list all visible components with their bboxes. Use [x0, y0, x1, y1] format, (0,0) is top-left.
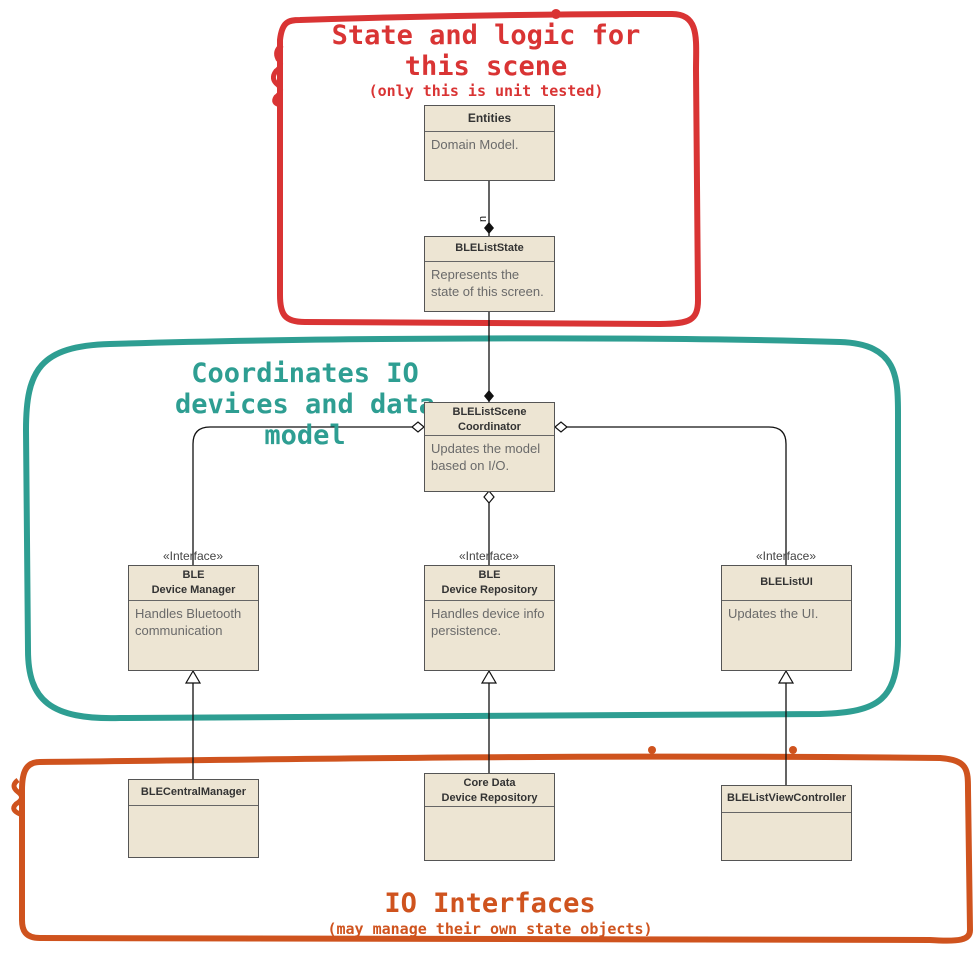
realization-arrow-right	[777, 669, 795, 684]
io-region-outline	[19, 753, 973, 944]
class-ble-list-state: BLEListState Represents the state of thi…	[424, 236, 555, 312]
class-coordinator-desc: Updates the model based on I/O.	[431, 441, 541, 473]
state-region-title: State and logic for this scene	[331, 20, 641, 82]
realization-arrow-left	[184, 669, 202, 684]
aggregation-diamond-right	[554, 421, 568, 433]
io-region-note: (may manage their own state objects)	[327, 920, 653, 938]
class-entities: Entities Domain Model.	[424, 105, 555, 181]
io-region-scribble	[11, 778, 24, 817]
relation-coordinator-list-ui	[555, 426, 787, 565]
class-core-data-repository-name: Core Data Device Repository	[425, 774, 554, 807]
class-central-manager: BLECentralManager	[128, 779, 259, 858]
state-region-scribble	[270, 43, 284, 108]
class-view-controller-desc	[722, 813, 851, 821]
class-view-controller-name: BLEListViewController	[722, 786, 851, 813]
class-device-manager-name: BLE Device Manager	[129, 566, 258, 601]
class-entities-name: Entities	[425, 106, 554, 132]
class-view-controller: BLEListViewController	[721, 785, 852, 861]
io-region-title: IO Interfaces	[384, 888, 596, 919]
class-ble-list-state-name: BLEListState	[425, 237, 554, 262]
relation-coordinator-device-manager	[192, 426, 424, 565]
multiplicity-label: n	[477, 216, 489, 222]
state-region-note: (only this is unit tested)	[368, 82, 604, 100]
io-region-dot-1	[648, 746, 656, 754]
class-ble-list-state-desc: Represents the state of this screen.	[431, 267, 544, 299]
state-region-outline	[277, 11, 701, 327]
class-central-manager-desc	[129, 806, 258, 814]
class-coordinator-name: BLEListScene Coordinator	[425, 403, 554, 436]
class-device-repository-desc: Handles device info persistence.	[431, 606, 545, 638]
composition-diamond-state	[484, 390, 494, 402]
class-device-repository-name: BLE Device Repository	[425, 566, 554, 601]
stereotype-list-ui: «Interface»	[755, 549, 817, 563]
coordinator-region-outline	[23, 335, 902, 722]
class-central-manager-name: BLECentralManager	[129, 780, 258, 806]
class-coordinator: BLEListScene Coordinator Updates the mod…	[424, 402, 555, 492]
class-core-data-repository-desc	[425, 807, 554, 815]
aggregation-diamond-left	[411, 421, 425, 433]
io-region-dot-2	[789, 746, 797, 754]
class-device-repository: BLE Device Repository Handles device inf…	[424, 565, 555, 671]
class-entities-desc: Domain Model.	[431, 137, 519, 152]
class-core-data-repository: Core Data Device Repository	[424, 773, 555, 861]
stereotype-device-manager: «Interface»	[162, 549, 224, 563]
coordinator-region-title: Coordinates IO devices and data model	[174, 358, 436, 451]
class-list-ui: BLEListUI Updates the UI.	[721, 565, 852, 671]
class-list-ui-desc: Updates the UI.	[728, 606, 819, 621]
state-region-dot	[551, 9, 561, 19]
class-device-manager: BLE Device Manager Handles Bluetooth com…	[128, 565, 259, 671]
class-list-ui-name: BLEListUI	[722, 566, 851, 601]
stereotype-device-repository: «Interface»	[458, 549, 520, 563]
aggregation-diamond-middle	[483, 490, 495, 504]
realization-arrow-middle	[480, 669, 498, 684]
composition-diamond-entities	[484, 222, 494, 234]
class-device-manager-desc: Handles Bluetooth communication	[135, 606, 242, 638]
